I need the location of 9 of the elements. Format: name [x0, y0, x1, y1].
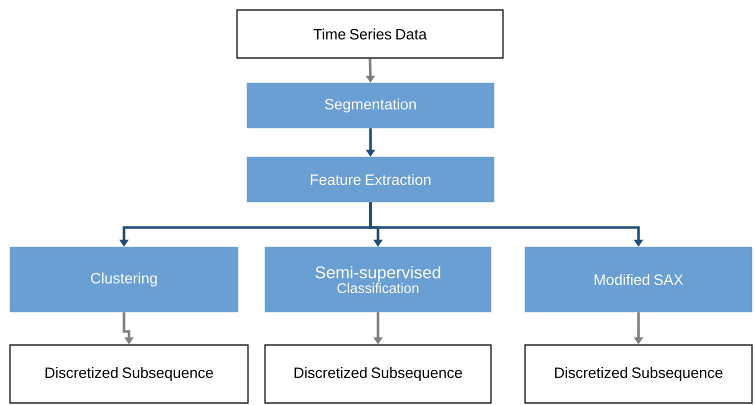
- process-box: Segmentation: [246, 82, 494, 128]
- process-box: Semi-supervised Classification: [264, 246, 492, 312]
- output-box: Discretized Subsequence: [264, 344, 492, 404]
- output-box: Discretized Subsequence: [9, 344, 249, 404]
- process-box: Feature Extraction: [246, 156, 494, 202]
- process-box: Clustering: [10, 246, 238, 312]
- process-box: Modified SAX: [524, 246, 752, 312]
- input-box: Time Series Data: [236, 9, 504, 59]
- output-box: Discretized Subsequence: [524, 344, 753, 404]
